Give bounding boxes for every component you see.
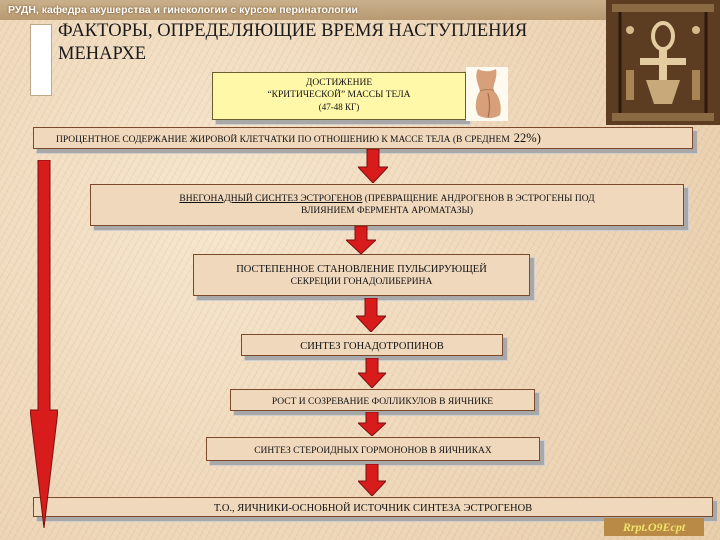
down-arrow-icon [358, 464, 386, 496]
title-line-2: МЕНАРХЕ [58, 44, 147, 64]
header-bar: РУДН, кафедра акушерства и гинекологии с… [0, 0, 720, 20]
down-arrow-icon [358, 358, 386, 388]
steroid-text: СИНТЕЗ СТЕРОИДНЫХ ГОРМОНОНОВ В ЯИЧНИКАХ [254, 446, 492, 456]
page-title: ФАКТОРЫ, ОПРЕДЕЛЯЮЩИЕ ВРЕМЯ НАСТУПЛЕНИЯ … [58, 20, 618, 66]
critical-mass-box: ДОСТИЖЕНИЕ “КРИТИЧЕСКОЙ” МАССЫ ТЕЛА (47-… [212, 72, 466, 120]
down-arrow-icon [356, 298, 386, 332]
footer-link[interactable]: Rrpt.O9Ecpt [604, 518, 704, 536]
follicle-maturation-box: РОСТ И СОЗРЕВАНИЕ ФОЛЛИКУЛОВ В ЯИЧНИКЕ [230, 389, 535, 411]
critical-mass-weight: (47-48 КГ) [318, 102, 360, 112]
torso-icon [475, 69, 501, 118]
down-arrow-icon [358, 412, 386, 436]
critical-mass-line-1: ДОСТИЖЕНИЕ [305, 78, 373, 88]
critical-mass-line-2: “КРИТИЧЕСКОЙ” МАССЫ ТЕЛА [267, 90, 411, 100]
fat-percent-box: ПРОЦЕНТНОЕ СОДЕРЖАНИЕ ЖИРОВОЙ КЛЕТЧАТКИ … [33, 127, 693, 149]
decorative-strip [30, 24, 52, 96]
conclusion-text: Т.О., ЯИЧНИКИ-ОСНОБНОЙ ИСТОЧНИК СИНТЕЗА … [213, 503, 533, 514]
female-figure-image [466, 67, 508, 121]
footer-link-text[interactable]: Rrpt.O9Ecpt [622, 520, 686, 534]
gonadotropin-synthesis-box: СИНТЕЗ ГОНАДОТРОПИНОВ [241, 334, 503, 356]
steroid-synthesis-box: СИНТЕЗ СТЕРОИДНЫХ ГОРМОНОНОВ В ЯИЧНИКАХ [206, 437, 540, 461]
fat-percent-value: 22%) [513, 131, 541, 145]
gnrh-secretion-box: ПОСТЕПЕННОЕ СТАНОВЛЕНИЕ ПУЛЬСИРУЮЩЕЙ СЕК… [193, 254, 530, 296]
extragonadal-rest: (ПРЕВРАЩЕНИЕ АНДРОГЕНОВ В ЭСТРОГЕНЫ ПОД [362, 194, 595, 204]
extragonadal-line-2: ВЛИЯНИЕМ ФЕРМЕНТА АРОМАТАЗЫ) [301, 206, 473, 216]
long-down-arrow-icon [30, 160, 58, 528]
extragonadal-synthesis-box: ВНЕГОНАДНЫЙ СИСНТЕЗ ЭСТРОГЕНОВ (ПРЕВРАЩЕ… [90, 184, 684, 226]
gnrh-line-1: ПОСТЕПЕННОЕ СТАНОВЛЕНИЕ ПУЛЬСИРУЮЩЕЙ [236, 264, 487, 275]
header-text: РУДН, кафедра акушерства и гинекологии с… [8, 4, 358, 16]
extragonadal-underlined: ВНЕГОНАДНЫЙ СИСНТЕЗ ЭСТРОГЕНОВ [179, 194, 363, 204]
down-arrow-icon [358, 149, 388, 183]
conclusion-box: Т.О., ЯИЧНИКИ-ОСНОБНОЙ ИСТОЧНИК СИНТЕЗА … [33, 497, 713, 517]
egyptian-relief-image [606, 0, 720, 125]
down-arrow-icon [346, 226, 376, 254]
gnrh-line-2: СЕКРЕЦИИ ГОНАДОЛИБЕРИНА [290, 277, 433, 287]
fat-percent-text: ПРОЦЕНТНОЕ СОДЕРЖАНИЕ ЖИРОВОЙ КЛЕТЧАТКИ … [56, 135, 510, 145]
follicle-text: РОСТ И СОЗРЕВАНИЕ ФОЛЛИКУЛОВ В ЯИЧНИКЕ [271, 397, 494, 407]
title-line-1: ФАКТОРЫ, ОПРЕДЕЛЯЮЩИЕ ВРЕМЯ НАСТУПЛЕНИЯ [58, 21, 528, 41]
egyptian-figure-icon [606, 0, 720, 125]
extragonadal-line-1: ВНЕГОНАДНЫЙ СИСНТЕЗ ЭСТРОГЕНОВ (ПРЕВРАЩЕ… [91, 193, 683, 205]
gonadotropin-text: СИНТЕЗ ГОНАДОТРОПИНОВ [300, 341, 444, 352]
